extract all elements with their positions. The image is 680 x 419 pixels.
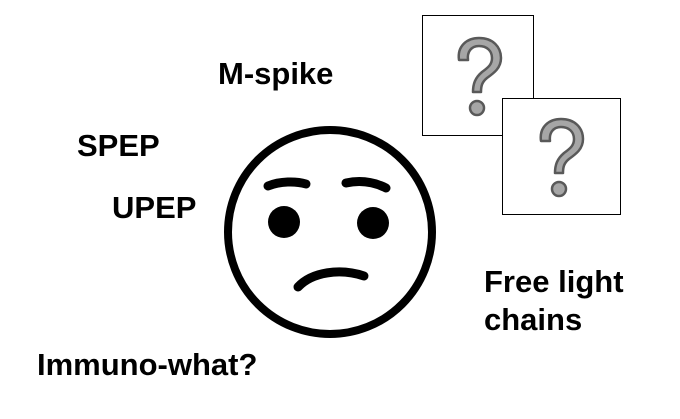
left-eye <box>268 206 300 238</box>
right-eye <box>357 207 389 239</box>
left-eyebrow <box>263 177 311 191</box>
term-free-light-chains: Free light chains <box>484 263 664 339</box>
frown-mouth <box>293 267 369 292</box>
term-immuno-what: Immuno-what? <box>37 347 258 382</box>
term-free-light-line1: Free light <box>484 264 624 299</box>
question-mark-icon <box>539 117 585 198</box>
term-upep: UPEP <box>112 190 197 225</box>
term-m-spike: M-spike <box>218 56 334 91</box>
question-box-back <box>422 15 534 136</box>
term-spep: SPEP <box>77 128 160 163</box>
confused-face-icon <box>224 126 436 338</box>
right-eyebrow <box>341 177 391 193</box>
question-mark-icon <box>457 36 503 117</box>
question-box-front <box>502 98 621 215</box>
term-free-light-line2: chains <box>484 301 583 337</box>
face-outline <box>224 126 436 338</box>
